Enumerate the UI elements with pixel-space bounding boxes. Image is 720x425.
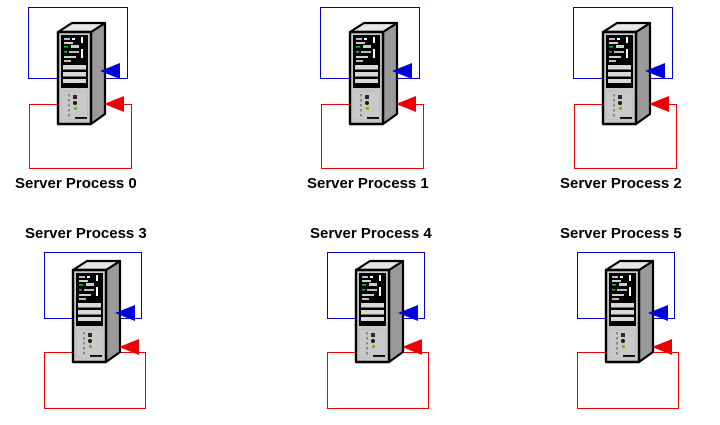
arrow-left-blue-icon[interactable]: [392, 63, 412, 79]
process-cell-4[interactable]: Server Process 4: [255, 213, 495, 425]
arrow-left-blue-icon[interactable]: [398, 305, 418, 321]
process-cell-1[interactable]: Server Process 1: [255, 0, 495, 212]
server-tower-icon[interactable]: [347, 18, 399, 130]
process-label-3: Server Process 3: [25, 225, 147, 242]
server-tower-icon[interactable]: [600, 18, 652, 130]
process-label-5: Server Process 5: [560, 225, 682, 242]
arrow-left-blue-icon[interactable]: [648, 305, 668, 321]
arrow-left-red-icon[interactable]: [119, 339, 139, 355]
arrow-left-red-icon[interactable]: [402, 339, 422, 355]
arrow-left-red-icon[interactable]: [104, 96, 124, 112]
process-cell-5[interactable]: Server Process 5: [480, 213, 720, 425]
server-tower-icon[interactable]: [55, 18, 107, 130]
process-cell-3[interactable]: Server Process 3: [0, 213, 240, 425]
server-tower-icon[interactable]: [70, 256, 122, 368]
arrow-left-red-icon[interactable]: [649, 96, 669, 112]
process-cell-0[interactable]: Server Process 0: [0, 0, 240, 212]
arrow-left-blue-icon[interactable]: [645, 63, 665, 79]
server-tower-icon[interactable]: [353, 256, 405, 368]
process-label-2: Server Process 2: [560, 175, 682, 192]
process-cell-2[interactable]: Server Process 2: [480, 0, 720, 212]
process-label-1: Server Process 1: [307, 175, 429, 192]
arrow-left-blue-icon[interactable]: [115, 305, 135, 321]
arrow-left-blue-icon[interactable]: [100, 63, 120, 79]
arrow-left-red-icon[interactable]: [396, 96, 416, 112]
process-label-0: Server Process 0: [15, 175, 137, 192]
process-label-4: Server Process 4: [310, 225, 432, 242]
server-tower-icon[interactable]: [603, 256, 655, 368]
arrow-left-red-icon[interactable]: [652, 339, 672, 355]
